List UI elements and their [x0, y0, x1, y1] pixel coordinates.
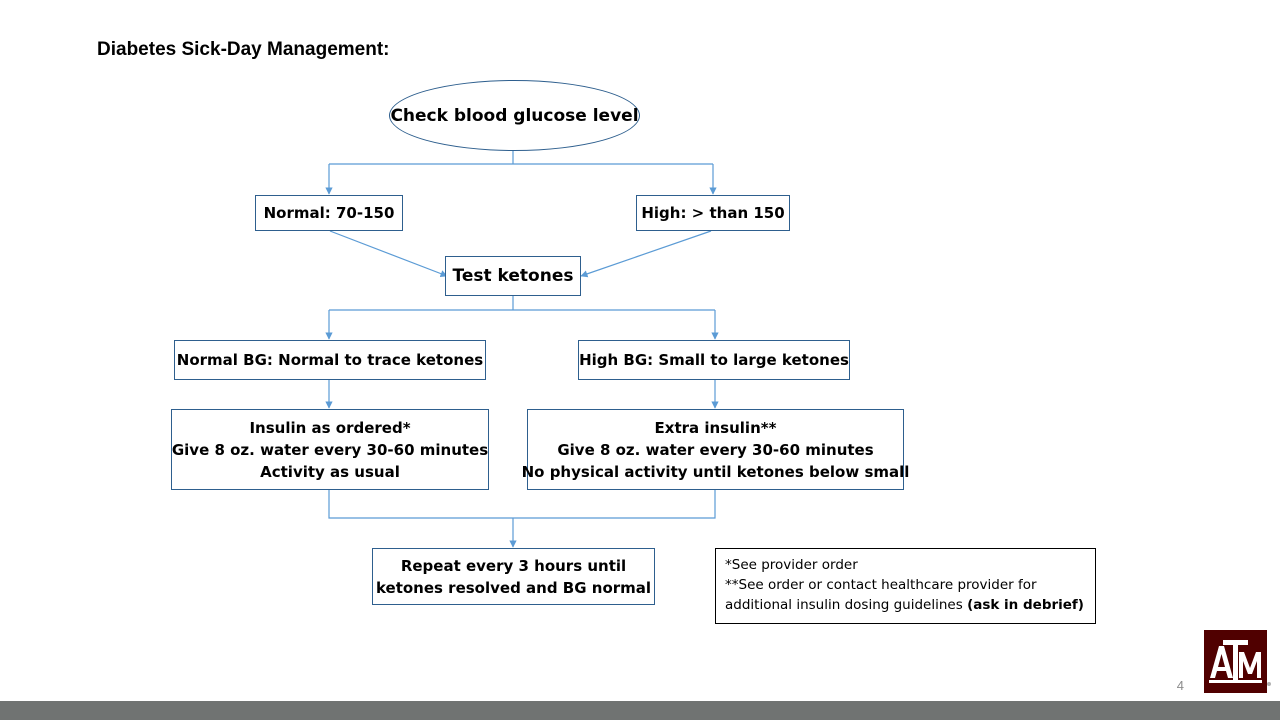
repeat-box: Repeat every 3 hours until ketones resol…	[372, 548, 655, 605]
high-action-line: Give 8 oz. water every 30-60 minutes	[557, 440, 874, 459]
normal-action-line: Give 8 oz. water every 30-60 minutes	[171, 440, 489, 459]
high-action-line: No physical activity until ketones below…	[521, 462, 910, 481]
page-title: Diabetes Sick-Day Management:	[97, 39, 390, 60]
footnote-line: **See order or contact healthcare provid…	[725, 577, 1037, 593]
high-glucose-box: High: > than 150	[636, 195, 790, 231]
normal-glucose-label: Normal: 70-150	[263, 204, 395, 222]
arrow-normal-to-test	[329, 230, 448, 278]
footnote-line: *See provider order	[725, 557, 858, 573]
high-glucose-label: High: > than 150	[641, 204, 785, 222]
start-label: Check blood glucose level	[390, 105, 639, 126]
normal-action-line: Insulin as ordered*	[249, 418, 411, 437]
high-bg-box: High BG: Small to large ketones	[578, 340, 850, 380]
test-ketones-label: Test ketones	[452, 266, 574, 286]
connector-start-split	[329, 151, 713, 165]
repeat-line: ketones resolved and BG normal	[375, 578, 652, 597]
normal-glucose-box: Normal: 70-150	[255, 195, 403, 231]
repeat-line: Repeat every 3 hours until	[400, 556, 627, 575]
arrow-high-to-test	[580, 230, 712, 278]
normal-bg-box: Normal BG: Normal to trace ketones	[174, 340, 486, 380]
page-number: 4	[1176, 678, 1184, 693]
registered-mark-icon	[1267, 682, 1271, 686]
tamu-logo	[1204, 630, 1267, 693]
high-action-box: Extra insulin** Give 8 oz. water every 3…	[522, 409, 909, 490]
normal-action-line: Activity as usual	[260, 462, 400, 481]
start-node: Check blood glucose level	[389, 80, 640, 151]
high-action-line: Extra insulin**	[654, 418, 777, 437]
tamu-logo-mark	[1204, 630, 1267, 693]
normal-action-box: Insulin as ordered* Give 8 oz. water eve…	[171, 409, 489, 490]
high-bg-label: High BG: Small to large ketones	[579, 351, 849, 369]
normal-bg-label: Normal BG: Normal to trace ketones	[176, 351, 484, 369]
footnote-emphasis: (ask in debrief)	[967, 597, 1084, 613]
connector-test-split	[329, 295, 715, 311]
footnote-line: additional insulin dosing guidelines (as…	[725, 595, 1086, 615]
footnote-box: *See provider order **See order or conta…	[715, 548, 1096, 624]
footer-bar	[0, 701, 1280, 720]
footnote-text: additional insulin dosing guidelines	[725, 597, 968, 613]
connector-merge	[328, 490, 716, 519]
test-ketones-box: Test ketones	[445, 256, 581, 296]
